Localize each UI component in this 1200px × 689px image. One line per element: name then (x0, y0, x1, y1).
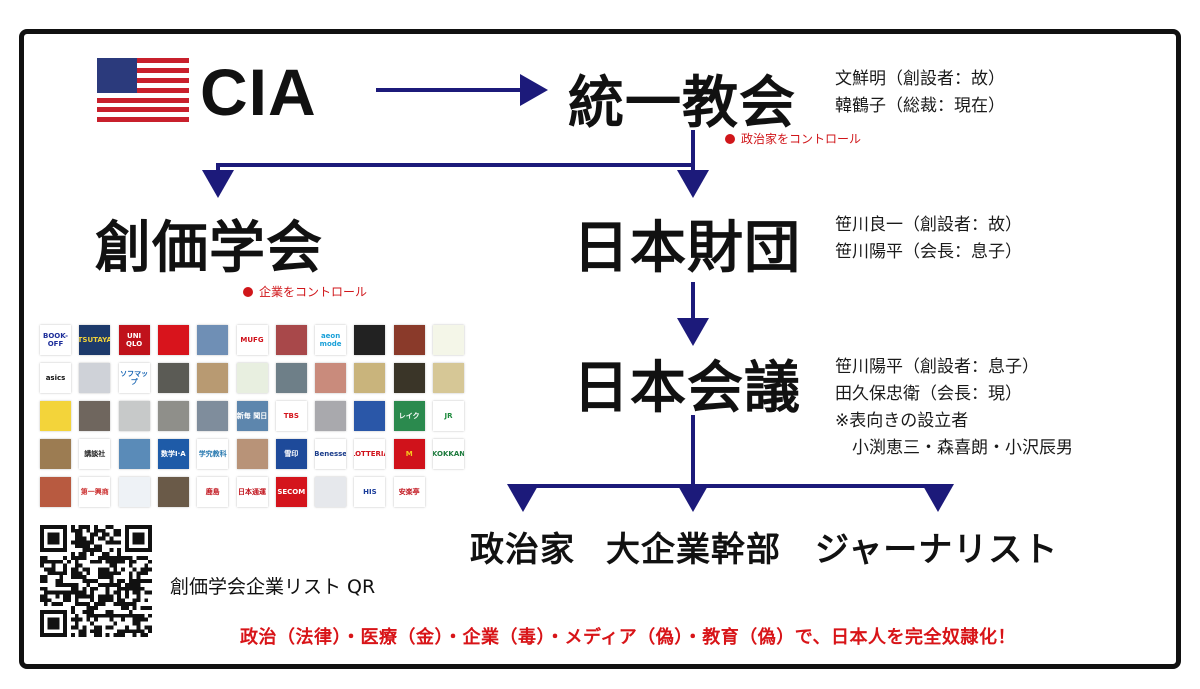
company-logo (40, 439, 71, 469)
company-logo: Benesse (315, 439, 347, 469)
company-logo (79, 363, 111, 393)
soka-control-note: 企業をコントロール (243, 283, 367, 300)
arrow-to-journalists (693, 484, 954, 512)
unification-church-notes: 文鮮明（創設者：故） 韓鶴子（総裁：現在） (835, 66, 1005, 120)
target-executives: 大企業幹部 (606, 530, 781, 570)
company-logo: BOOK-OFF (40, 325, 71, 355)
nippon-kaigi-notes: 笹川陽平（創設者：息子） 田久保忠衛（会長：現） ※表向きの設立者 小渕恵三・森… (835, 354, 1073, 462)
company-logo (79, 401, 111, 431)
note-line: 韓鶴子（総裁：現在） (835, 96, 1005, 116)
company-logo (236, 363, 268, 393)
company-logo (197, 401, 229, 431)
node-nippon-kaigi: 日本会議 (573, 356, 801, 421)
company-logo (315, 363, 347, 393)
company-logo: 新毎 聞日 (236, 401, 268, 431)
company-logo: JR (433, 401, 464, 431)
note-line: ※表向きの設立者 (835, 411, 969, 431)
company-logo: KOKKAN (433, 439, 464, 469)
company-logo (157, 401, 189, 431)
company-logo (40, 401, 71, 431)
note-line: 小渕恵三・森喜朗・小沢辰男 (835, 438, 1073, 458)
note-line: 文鮮明（創設者：故） (835, 69, 1005, 89)
note-text: 企業をコントロール (259, 285, 368, 299)
red-dot-icon (725, 134, 735, 144)
node-cia: CIA (200, 55, 317, 129)
company-logo: 安楽亭 (393, 477, 425, 507)
company-logo (197, 325, 229, 355)
company-logo: TSUTAYA (79, 325, 111, 355)
note-line: 笹川陽平（創設者：息子） (835, 357, 1039, 377)
company-logo: 講談社 (79, 439, 111, 469)
company-logo (275, 325, 307, 355)
diagram-frame (19, 29, 1181, 669)
company-logo (433, 325, 464, 355)
company-logo: aeon mode (315, 325, 347, 355)
company-logo (118, 439, 150, 469)
red-dot-icon (243, 287, 253, 297)
note-line: 田久保忠衛（会長：現） (835, 384, 1022, 404)
company-logo: 第一興商 (79, 477, 111, 507)
company-logo (40, 477, 71, 507)
qr-code[interactable] (40, 525, 152, 637)
company-logo (315, 401, 347, 431)
node-nippon-foundation: 日本財団 (573, 216, 801, 281)
company-logo: asics (40, 363, 71, 393)
company-logo: M (393, 439, 425, 469)
company-logo: 日本通運 (236, 477, 268, 507)
company-logo: ソフマップ (118, 363, 150, 393)
company-logo (157, 363, 189, 393)
company-logo: MUFG (236, 325, 268, 355)
qr-caption: 創価学会企業リスト QR (170, 576, 376, 598)
unification-control-note: 政治家をコントロール (725, 130, 861, 147)
node-soka-gakkai: 創価学会 (95, 216, 323, 281)
note-line: 笹川陽平（会長：息子） (835, 242, 1022, 262)
company-logo (393, 363, 425, 393)
company-logo (118, 401, 150, 431)
company-logo: UNI QLO (118, 325, 150, 355)
nippon-foundation-notes: 笹川良一（創設者：故） 笹川陽平（会長：息子） (835, 212, 1022, 266)
slogan: 政治（法律）・医療（金）・企業（毒）・メディア（偽）・教育（偽）で、日本人を完全… (240, 627, 1017, 648)
company-logo (197, 363, 229, 393)
note-line: 笹川良一（創設者：故） (835, 215, 1022, 235)
company-logo: 雪印 (275, 439, 307, 469)
company-logo (118, 477, 150, 507)
company-logo (157, 477, 189, 507)
company-logo: TBS (275, 401, 307, 431)
node-unification-church: 統一教会 (568, 71, 796, 136)
company-logo (275, 363, 307, 393)
company-logo: 鹿島 (197, 477, 229, 507)
company-logo (157, 325, 189, 355)
company-logo: レイク (393, 401, 425, 431)
company-logo: HIS (354, 477, 386, 507)
target-politicians: 政治家 (470, 530, 575, 570)
company-logo: SECOM (275, 477, 307, 507)
target-journalists: ジャーナリスト (815, 530, 1059, 570)
company-logo (315, 477, 347, 507)
line-unification-branch (202, 130, 695, 198)
company-logo: 数学I·A (157, 439, 189, 469)
company-logo (354, 363, 386, 393)
line-kaigi-branch (507, 415, 695, 512)
company-logo: LOTTERIA (354, 439, 386, 469)
company-logo (354, 325, 386, 355)
company-logo (354, 401, 386, 431)
note-text: 政治家をコントロール (741, 132, 862, 146)
company-logo (236, 439, 268, 469)
us-flag-icon (97, 58, 189, 122)
company-logo (393, 325, 425, 355)
company-logo: 学究教科 (197, 439, 229, 469)
company-logo (433, 363, 464, 393)
